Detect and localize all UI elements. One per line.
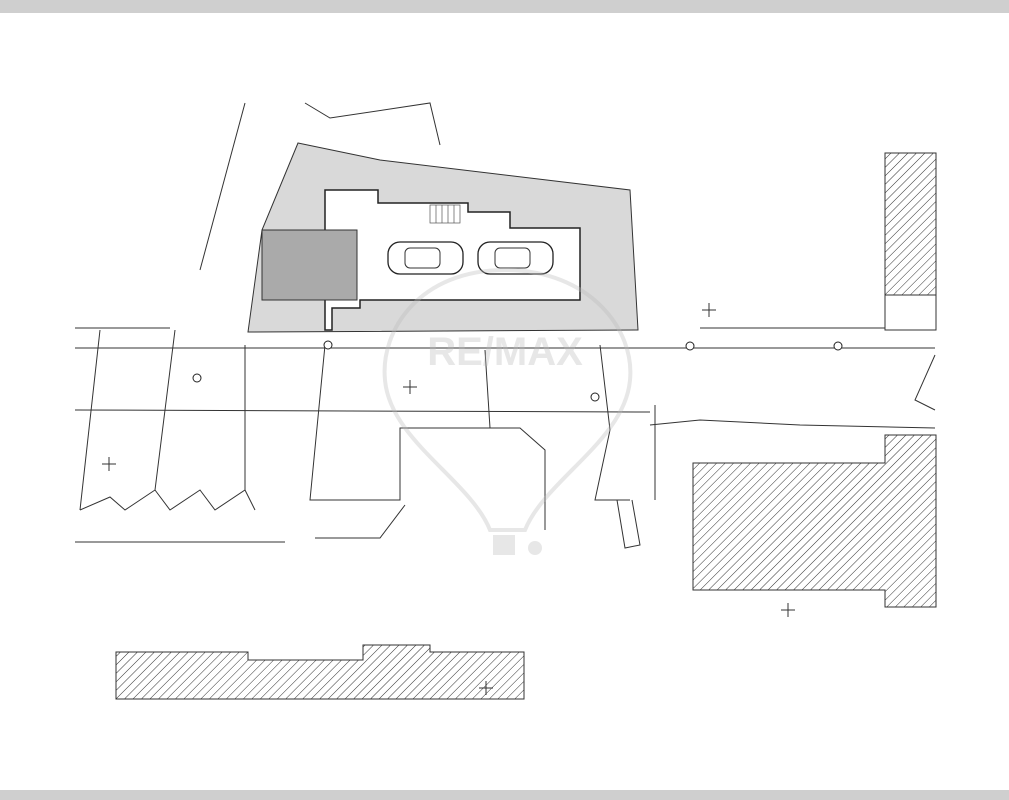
entry-area [261,229,358,301]
stairs [429,204,461,224]
top-frame-bar [0,0,1009,13]
neighbour-building [115,644,525,700]
manhole-icon [192,340,843,402]
bottom-frame-bar [0,790,1009,800]
neighbour-building [884,294,937,331]
boundary-lines [74,102,936,549]
car-icon [477,241,554,275]
svg-text:RE/MAX: RE/MAX [427,330,583,374]
survey-cross-icon [102,303,795,695]
remax-watermark-logo: RE/MAX [382,267,633,555]
neighbour-building [692,434,937,608]
neighbour-building [884,152,937,296]
car-icon [387,241,464,275]
